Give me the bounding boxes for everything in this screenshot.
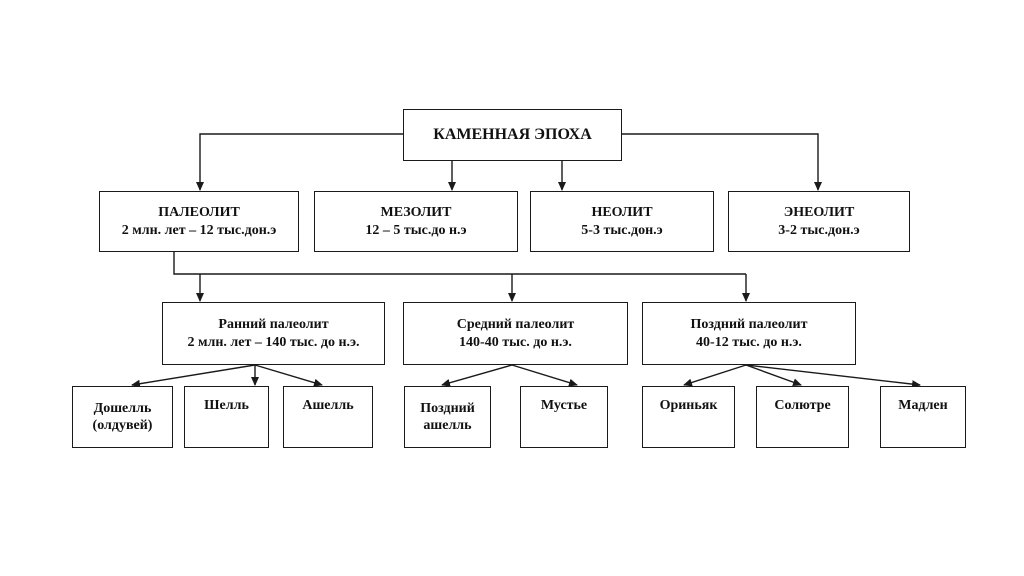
period-dates: 5-3 тыс.дон.э (581, 222, 663, 238)
culture-box-shell: Шелль (184, 386, 269, 448)
period-box-paleolith: ПАЛЕОЛИТ 2 млн. лет – 12 тыс.дон.э (99, 191, 299, 252)
culture-box-mustye: Мустье (520, 386, 608, 448)
period-box-eneolith: ЭНЕОЛИТ 3-2 тыс.дон.э (728, 191, 910, 252)
culture-label: Ориньяк (659, 398, 718, 413)
culture-box-madlen: Мадлен (880, 386, 966, 448)
connector-doshell (131, 364, 256, 388)
subperiod-dates: 40-12 тыс. до н.э. (696, 334, 802, 350)
subperiod-dates: 140-40 тыс. до н.э. (459, 334, 572, 350)
connector-mustye (511, 364, 578, 387)
culture-box-doshell: Дошелль (олдувей) (72, 386, 173, 448)
culture-box-late-ashell: Поздний ашелль (404, 386, 491, 448)
subperiod-title: Средний палеолит (456, 317, 575, 332)
connector-late-ashell (441, 364, 513, 387)
connector-orinyak (683, 364, 747, 387)
subperiod-box-late-paleolith: Поздний палеолит 40-12 тыс. до н.э. (642, 302, 856, 365)
culture-label: Дошелль (93, 400, 152, 416)
connector-solyutre (745, 364, 802, 387)
culture-label: Шелль (204, 398, 249, 413)
culture-label: Ашелль (302, 398, 354, 413)
root-box-stone-age: КАМЕННАЯ ЭПОХА (403, 109, 622, 161)
culture-label: Солютре (774, 398, 831, 413)
period-title: МЕЗОЛИТ (380, 205, 452, 220)
period-title: НЕОЛИТ (591, 205, 653, 220)
period-box-neolith: НЕОЛИТ 5-3 тыс.дон.э (530, 191, 714, 252)
period-dates: 3-2 тыс.дон.э (778, 222, 860, 238)
culture-label-secondary: ашелль (423, 418, 472, 433)
connector-root-eneolith (622, 133, 822, 191)
period-title: ПАЛЕОЛИТ (158, 205, 240, 220)
connector-ashell (254, 364, 323, 387)
culture-box-ashell: Ашелль (283, 386, 373, 448)
root-label: КАМЕННАЯ ЭПОХА (433, 126, 592, 143)
culture-label-secondary: (олдувей) (92, 418, 153, 433)
subperiod-box-early-paleolith: Ранний палеолит 2 млн. лет – 140 тыс. до… (162, 302, 385, 365)
subperiod-title: Ранний палеолит (218, 317, 329, 332)
period-dates: 12 – 5 тыс.до н.э (365, 222, 467, 238)
subperiod-box-middle-paleolith: Средний палеолит 140-40 тыс. до н.э. (403, 302, 628, 365)
culture-label: Мустье (540, 398, 588, 413)
connector-paleolith-bus (173, 252, 746, 275)
connector-root-paleolith (196, 133, 403, 191)
connector-madlen (745, 364, 921, 389)
period-box-mesolith: МЕЗОЛИТ 12 – 5 тыс.до н.э (314, 191, 518, 252)
culture-label: Мадлен (898, 398, 948, 413)
culture-box-orinyak: Ориньяк (642, 386, 735, 448)
culture-box-solyutre: Солютре (756, 386, 849, 448)
period-title: ЭНЕОЛИТ (783, 205, 855, 220)
culture-label: Поздний (420, 400, 475, 416)
subperiod-title: Поздний палеолит (690, 317, 808, 332)
period-dates: 2 млн. лет – 12 тыс.дон.э (121, 222, 277, 238)
subperiod-dates: 2 млн. лет – 140 тыс. до н.э. (187, 334, 360, 350)
